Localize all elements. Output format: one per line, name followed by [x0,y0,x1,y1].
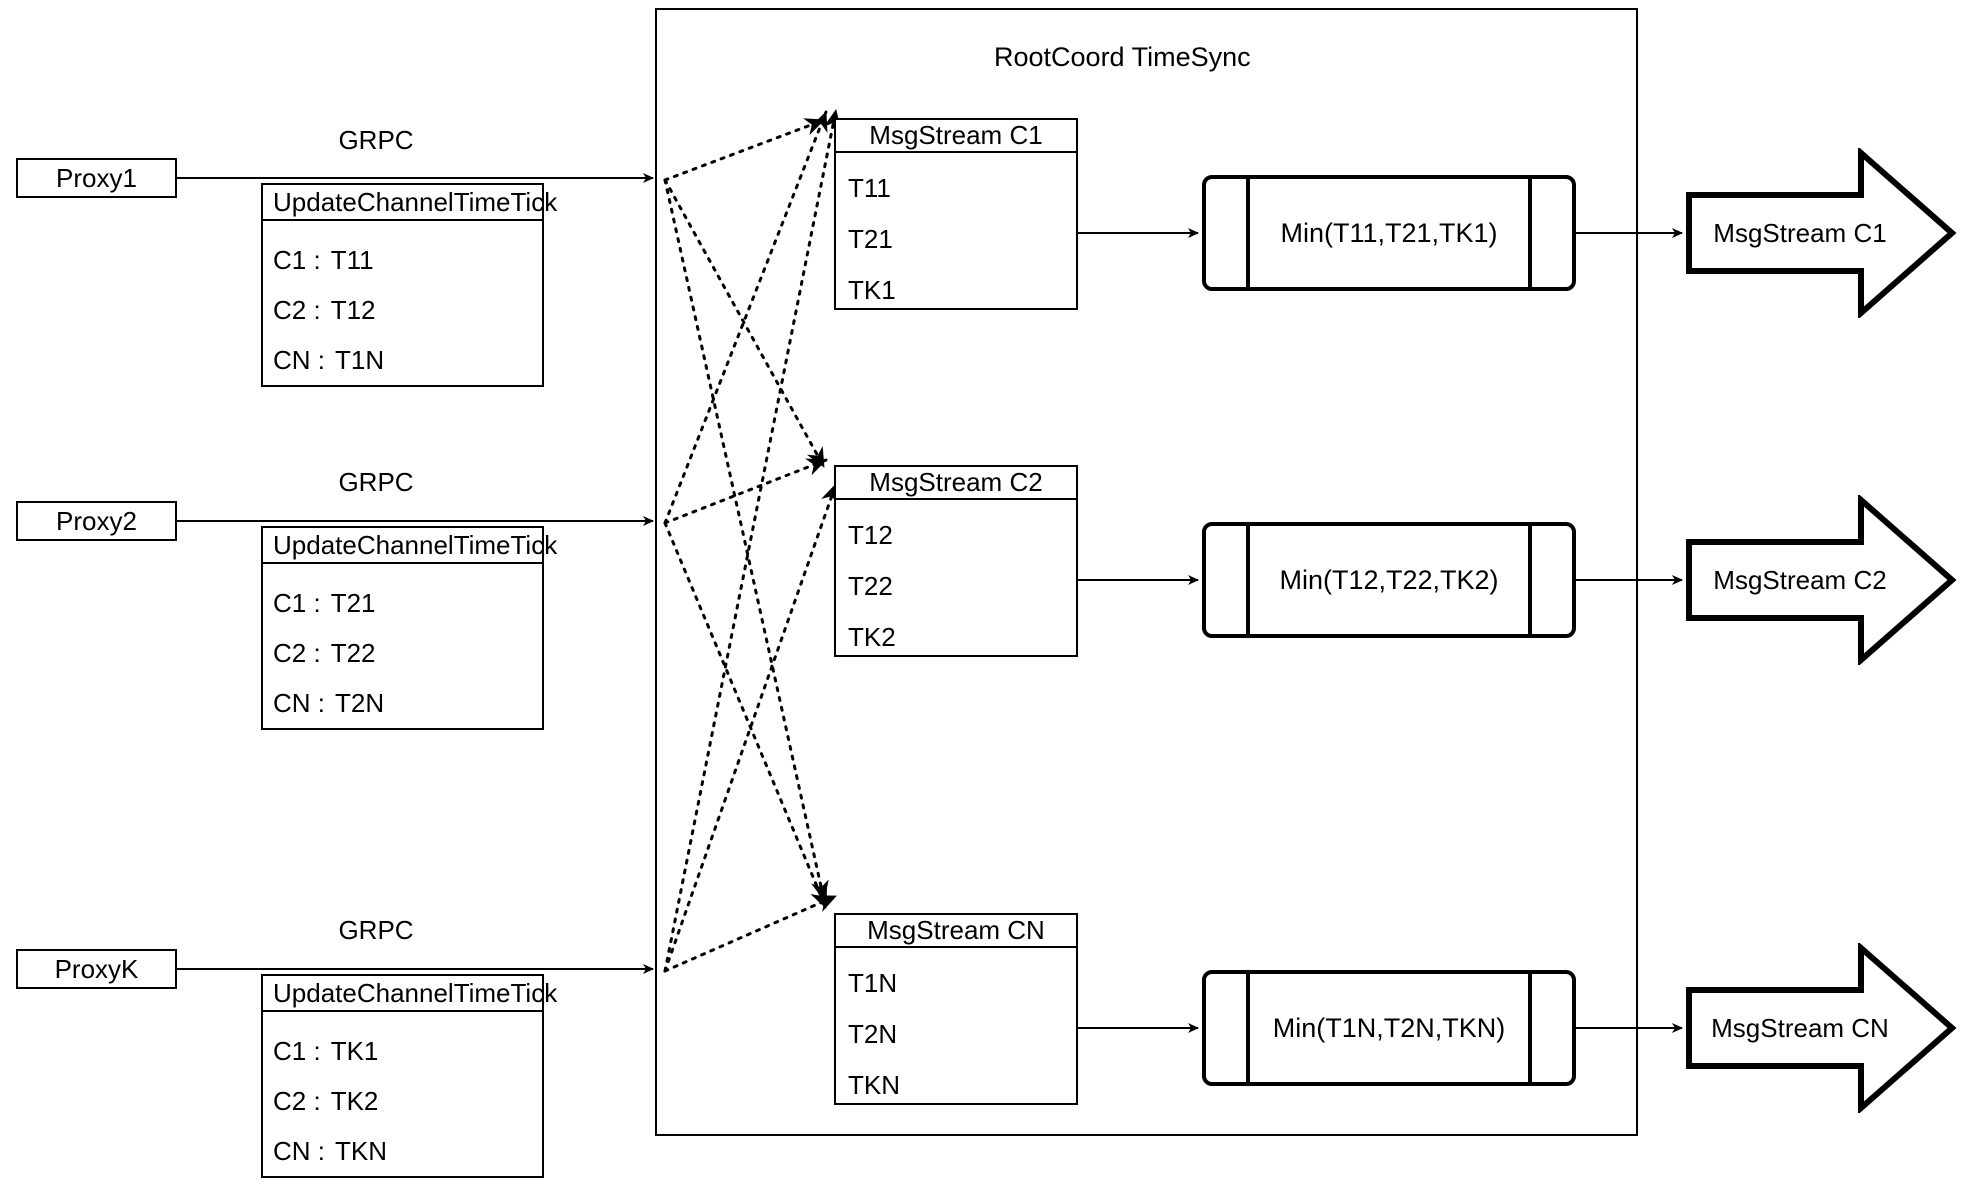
uctt-key: C1 : [273,244,321,275]
msgstream-ticks: T11 T21 TK1 [836,153,1076,316]
grpc-label-3: GRPC [338,915,414,945]
proxy-label: Proxy2 [56,505,137,536]
output-block-arrow-3: MsgStream CN [1686,943,1957,1113]
proxy-box-2[interactable]: Proxy2 [16,501,177,541]
uctt-key: CN : [273,687,325,718]
uctt-value: T1N [335,344,385,375]
msgstream-ticks: T12 T22 TK2 [836,500,1076,663]
uctt-row: CN : TKN [263,1126,542,1176]
uctt-body: C1 : TK1 C2 : TK2 CN : TKN [263,1012,542,1176]
grpc-label-1: GRPC [338,125,414,155]
uctt-value: T12 [330,294,376,325]
uctt-row: C2 : T22 [263,628,542,678]
uctt-key: C2 : [273,637,321,668]
proxy-label: ProxyK [54,953,139,984]
min-node-1: Min(T11,T21,TK1) [1202,175,1576,291]
uctt-row: CN : T2N [263,678,542,728]
msgstream-tick: T22 [848,571,893,601]
min-divider-left [1246,973,1250,1083]
msgstream-tick: TK1 [848,275,896,305]
msgstream-tick: T12 [848,520,893,550]
uctt-value: TKN [335,1135,387,1166]
rootcoord-timesync-title: RootCoord TimeSync [994,42,1251,72]
msgstream-tick: TK2 [848,622,896,652]
min-divider-right [1528,178,1532,288]
update-channel-timetick-table-2: UpdateChannelTimeTick C1 : T21 C2 : T22 … [261,526,557,730]
uctt-key: CN : [273,1135,325,1166]
msgstream-ticks: T1N T2N TKN [836,948,1076,1111]
min-divider-left [1246,525,1250,635]
uctt-title: UpdateChannelTimeTick [263,528,557,564]
uctt-title: UpdateChannelTimeTick [263,185,557,221]
msgstream-tick: T1N [848,968,898,998]
uctt-row: C2 : T12 [263,285,542,335]
output-block-arrow-2: MsgStream C2 [1686,495,1957,665]
msgstream-table-2: MsgStream C2 T12 T22 TK2 [834,465,1078,657]
msgstream-tick: T2N [848,1019,898,1049]
uctt-row: C2 : TK2 [263,1076,542,1126]
output-label: MsgStream C1 [1713,217,1887,248]
output-label: MsgStream C2 [1713,564,1887,595]
msgstream-table-3: MsgStream CN T1N T2N TKN [834,913,1078,1105]
msgstream-title: MsgStream C2 [836,467,1076,500]
msgstream-tick: T21 [848,224,893,254]
update-channel-timetick-table-1: UpdateChannelTimeTick C1 : T11 C2 : T12 … [261,183,557,387]
uctt-value: T2N [335,687,385,718]
uctt-value: TK1 [330,1035,379,1066]
uctt-value: TK2 [330,1085,379,1116]
uctt-row: C1 : T11 [263,235,542,285]
output-label: MsgStream CN [1711,1012,1889,1043]
min-divider-right [1528,525,1532,635]
msgstream-title: MsgStream CN [836,915,1076,948]
uctt-key: C1 : [273,1035,321,1066]
msgstream-tick: T11 [848,173,891,203]
update-channel-timetick-table-3: UpdateChannelTimeTick C1 : TK1 C2 : TK2 … [261,974,557,1178]
uctt-key: C2 : [273,294,321,325]
uctt-body: C1 : T21 C2 : T22 CN : T2N [263,564,542,728]
min-node-3: Min(T1N,T2N,TKN) [1202,970,1576,1086]
msgstream-title: MsgStream C1 [836,120,1076,153]
proxy-box-3[interactable]: ProxyK [16,949,177,989]
uctt-title: UpdateChannelTimeTick [263,976,557,1012]
uctt-key: C1 : [273,587,321,618]
rootcoord-timesync-container [655,8,1638,1136]
min-label: Min(T1N,T2N,TKN) [1272,1012,1506,1043]
uctt-value: T11 [330,244,374,275]
uctt-row: CN : T1N [263,335,542,385]
min-divider-right [1528,973,1532,1083]
min-node-2: Min(T12,T22,TK2) [1202,522,1576,638]
uctt-value: T22 [330,637,376,668]
min-divider-left [1246,178,1250,288]
uctt-row: C1 : T21 [263,578,542,628]
proxy-box-1[interactable]: Proxy1 [16,158,177,198]
min-label: Min(T12,T22,TK2) [1279,564,1499,595]
uctt-body: C1 : T11 C2 : T12 CN : T1N [263,221,542,385]
msgstream-table-1: MsgStream C1 T11 T21 TK1 [834,118,1078,310]
proxy-label: Proxy1 [56,162,137,193]
uctt-value: T21 [330,587,376,618]
uctt-key: CN : [273,344,325,375]
uctt-key: C2 : [273,1085,321,1116]
grpc-label-2: GRPC [338,467,414,497]
output-block-arrow-1: MsgStream C1 [1686,148,1957,318]
uctt-row: C1 : TK1 [263,1026,542,1076]
min-label: Min(T11,T21,TK1) [1280,217,1498,248]
msgstream-tick: TKN [848,1070,900,1100]
